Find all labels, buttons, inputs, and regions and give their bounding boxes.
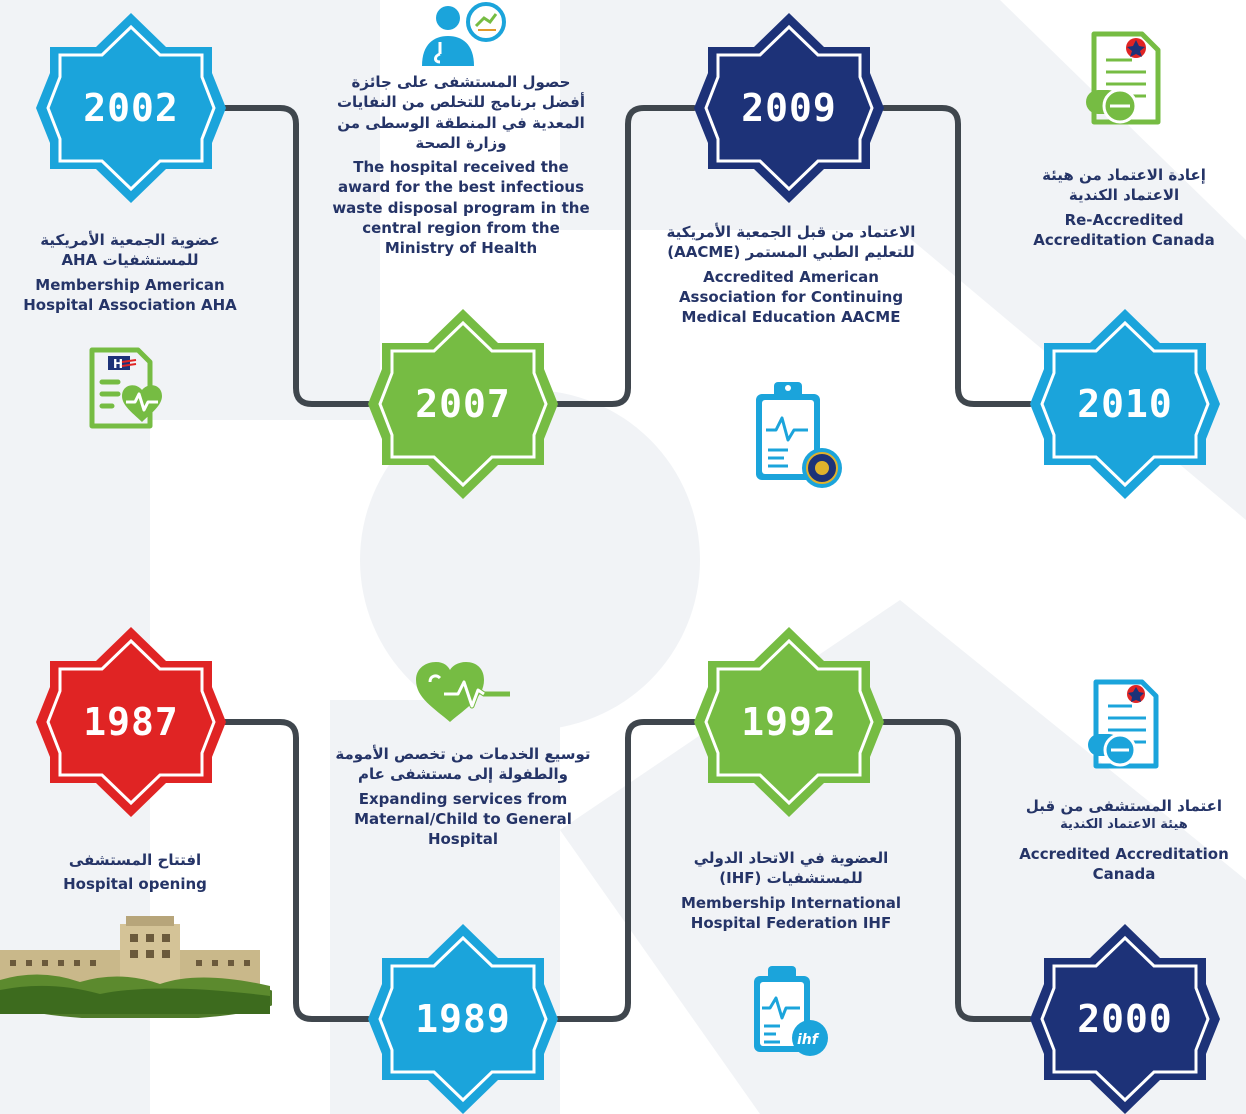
star-badge-shape [694, 627, 884, 817]
milestone-text-1992: العضوية في الاتحاد الدولي للمستشفيات (IH… [660, 848, 922, 933]
star-badge-shape [36, 13, 226, 203]
milestone-arabic: الاعتماد من قبل الجمعية الأمريكية للتعلي… [666, 223, 916, 262]
heart-pulse-icon [416, 662, 510, 722]
year-badge-2007: 2007 [368, 309, 558, 499]
year-badge-2002: 2002 [36, 13, 226, 203]
aacme-clipboard-icon [756, 382, 842, 488]
milestone-english: Membership International Hospital Federa… [680, 893, 902, 932]
year-badge-2000: 2000 [1030, 924, 1220, 1114]
aha-document-icon: H [89, 347, 162, 429]
year-label: 1987 [83, 700, 179, 744]
star-badge-shape [36, 627, 226, 817]
milestone-arabic: إعادة الاعتماد من هيئة الاعتماد الكندية [1042, 166, 1206, 205]
star-badge-shape [368, 309, 558, 499]
accreditation-document-icon [1086, 31, 1161, 125]
star-badge-shape [368, 924, 558, 1114]
year-label: 2009 [741, 86, 837, 130]
milestone-english: Re-Accredited Accreditation Canada [1033, 210, 1215, 249]
star-badge-shape [1030, 924, 1220, 1114]
milestone-arabic: العضوية في الاتحاد الدولي للمستشفيات (IH… [693, 849, 889, 888]
milestone-english: The hospital received the award for the … [332, 158, 590, 257]
star-badge-shape [1030, 309, 1220, 499]
year-label: 1992 [741, 700, 837, 744]
year-label: 2010 [1077, 382, 1173, 426]
milestone-text-2007: حصول المستشفى على جائزة أفضل برنامج للتخ… [330, 72, 592, 258]
milestone-arabic: حصول المستشفى على جائزة أفضل برنامج للتخ… [336, 73, 586, 152]
milestone-english: Membership American Hospital Association… [23, 275, 237, 314]
milestone-arabic: توسيع الخدمات من تخصص الأمومة والطفولة إ… [335, 745, 591, 784]
milestone-text-2002: عضوية الجمعية الأمريكية للمستشفيات AHA M… [5, 230, 255, 315]
year-label: 2007 [415, 382, 511, 426]
milestone-text-1989: توسيع الخدمات من تخصص الأمومة والطفولة إ… [334, 744, 592, 849]
star-badge-shape [694, 13, 884, 203]
milestone-text-2009: الاعتماد من قبل الجمعية الأمريكية للتعلي… [666, 222, 916, 327]
milestone-english: Accredited Accreditation Canada [1019, 844, 1229, 884]
doctor-award-icon [422, 2, 506, 66]
hospital-building-photo [0, 916, 272, 1018]
milestone-arabic: عضوية الجمعية الأمريكية للمستشفيات AHA [40, 231, 220, 270]
year-badge-1987: 1987 [36, 627, 226, 817]
year-badge-1992: 1992 [694, 627, 884, 817]
milestone-text-2010: إعادة الاعتماد من هيئة الاعتماد الكندية … [1018, 165, 1230, 250]
aha-logo-text: H [113, 357, 123, 371]
milestone-english: Accredited American Association for Cont… [678, 267, 904, 327]
year-badge-1989: 1989 [368, 924, 558, 1114]
year-badge-2009: 2009 [694, 13, 884, 203]
milestone-english: Expanding services from Maternal/Child t… [354, 789, 572, 849]
accreditation-document-icon [1088, 679, 1159, 769]
ihf-clipboard-icon: ihf [754, 966, 828, 1056]
milestone-text-1987: افتتاح المستشفى Hospital opening [20, 850, 250, 895]
milestone-text-2000: اعتماد المستشفى من قبل هيئة الاعتماد الك… [1010, 796, 1238, 884]
milestone-arabic: اعتماد المستشفى من قبل [1025, 797, 1223, 815]
year-badge-2010: 2010 [1030, 309, 1220, 499]
year-label: 1989 [415, 997, 511, 1041]
year-label: 2002 [83, 86, 179, 130]
ihf-logo-text: ihf [797, 1032, 820, 1048]
milestone-arabic: افتتاح المستشفى [68, 851, 202, 869]
milestone-arabic-sub: هيئة الاعتماد الكندية [1060, 817, 1188, 833]
milestone-english: Hospital opening [63, 875, 207, 894]
year-label: 2000 [1077, 997, 1173, 1041]
